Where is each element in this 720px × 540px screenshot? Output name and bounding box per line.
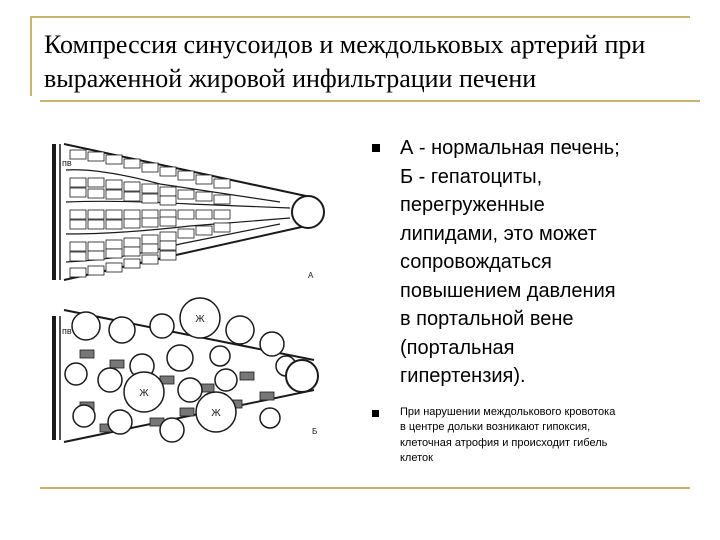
- fat-droplet-mark: Ж: [139, 388, 149, 399]
- bullet-text-line: (портальная: [400, 336, 515, 359]
- bullet-marker: [372, 409, 379, 417]
- bullet-text-line: повышением давления: [400, 279, 616, 302]
- bullet-text-line: А - нормальная печень;: [400, 137, 620, 159]
- fat-droplet-mark: Ж: [211, 408, 221, 419]
- frame-left-rule: [30, 16, 32, 96]
- title-line: выраженной жировой инфильтрации печени: [44, 64, 537, 93]
- liver-lobule-figure: пв А: [52, 143, 325, 443]
- bullet-text-line: перегруженные: [400, 194, 545, 216]
- central-vein: [285, 359, 319, 393]
- panel-b-letter: Б: [312, 427, 317, 436]
- title-line: Компрессия синусоидов и междольковых арт…: [44, 30, 646, 59]
- fat-droplet-mark: Ж: [195, 314, 205, 325]
- bottom-divider: [40, 487, 690, 489]
- panel-a-letter: А: [308, 271, 314, 280]
- bullet-text-line: При нарушении междолькового кровотока: [400, 405, 616, 418]
- bullet-text-line: в портальной вене: [400, 308, 574, 330]
- panel-a-pv-label: пв: [62, 158, 72, 168]
- bullet-text-line: сопровождаться: [400, 251, 552, 273]
- bullet-text-line: Б - гепатоциты,: [400, 165, 543, 188]
- bullet-text-line: гипертензия).: [400, 365, 526, 387]
- bullet-marker: [372, 144, 380, 152]
- panel-a-normal-liver: пв А: [52, 143, 325, 281]
- bullet-text-line: в центре дольки возникают гипоксия,: [400, 421, 591, 433]
- bullet-list: А - нормальная печень; Б - гепатоциты, п…: [370, 134, 690, 467]
- bullet-item: А - нормальная печень; Б - гепатоциты, п…: [370, 134, 690, 391]
- frame-top-rule: [30, 16, 690, 18]
- panel-b-fatty-liver: пв Ж Ж Ж Б: [52, 297, 319, 443]
- slide-title: Компрессия синусоидов и междольковых арт…: [44, 28, 694, 96]
- bullet-text-line: клеток: [400, 452, 433, 464]
- title-divider: [40, 100, 700, 102]
- bullet-text-line: клеточная атрофия и происходит гибель: [400, 436, 608, 449]
- panel-b-pv-label: пв: [62, 326, 72, 336]
- bullet-text-line: липидами, это может: [400, 222, 597, 245]
- central-vein: [291, 195, 325, 229]
- bullet-item: При нарушении междолькового кровотока в …: [370, 405, 690, 467]
